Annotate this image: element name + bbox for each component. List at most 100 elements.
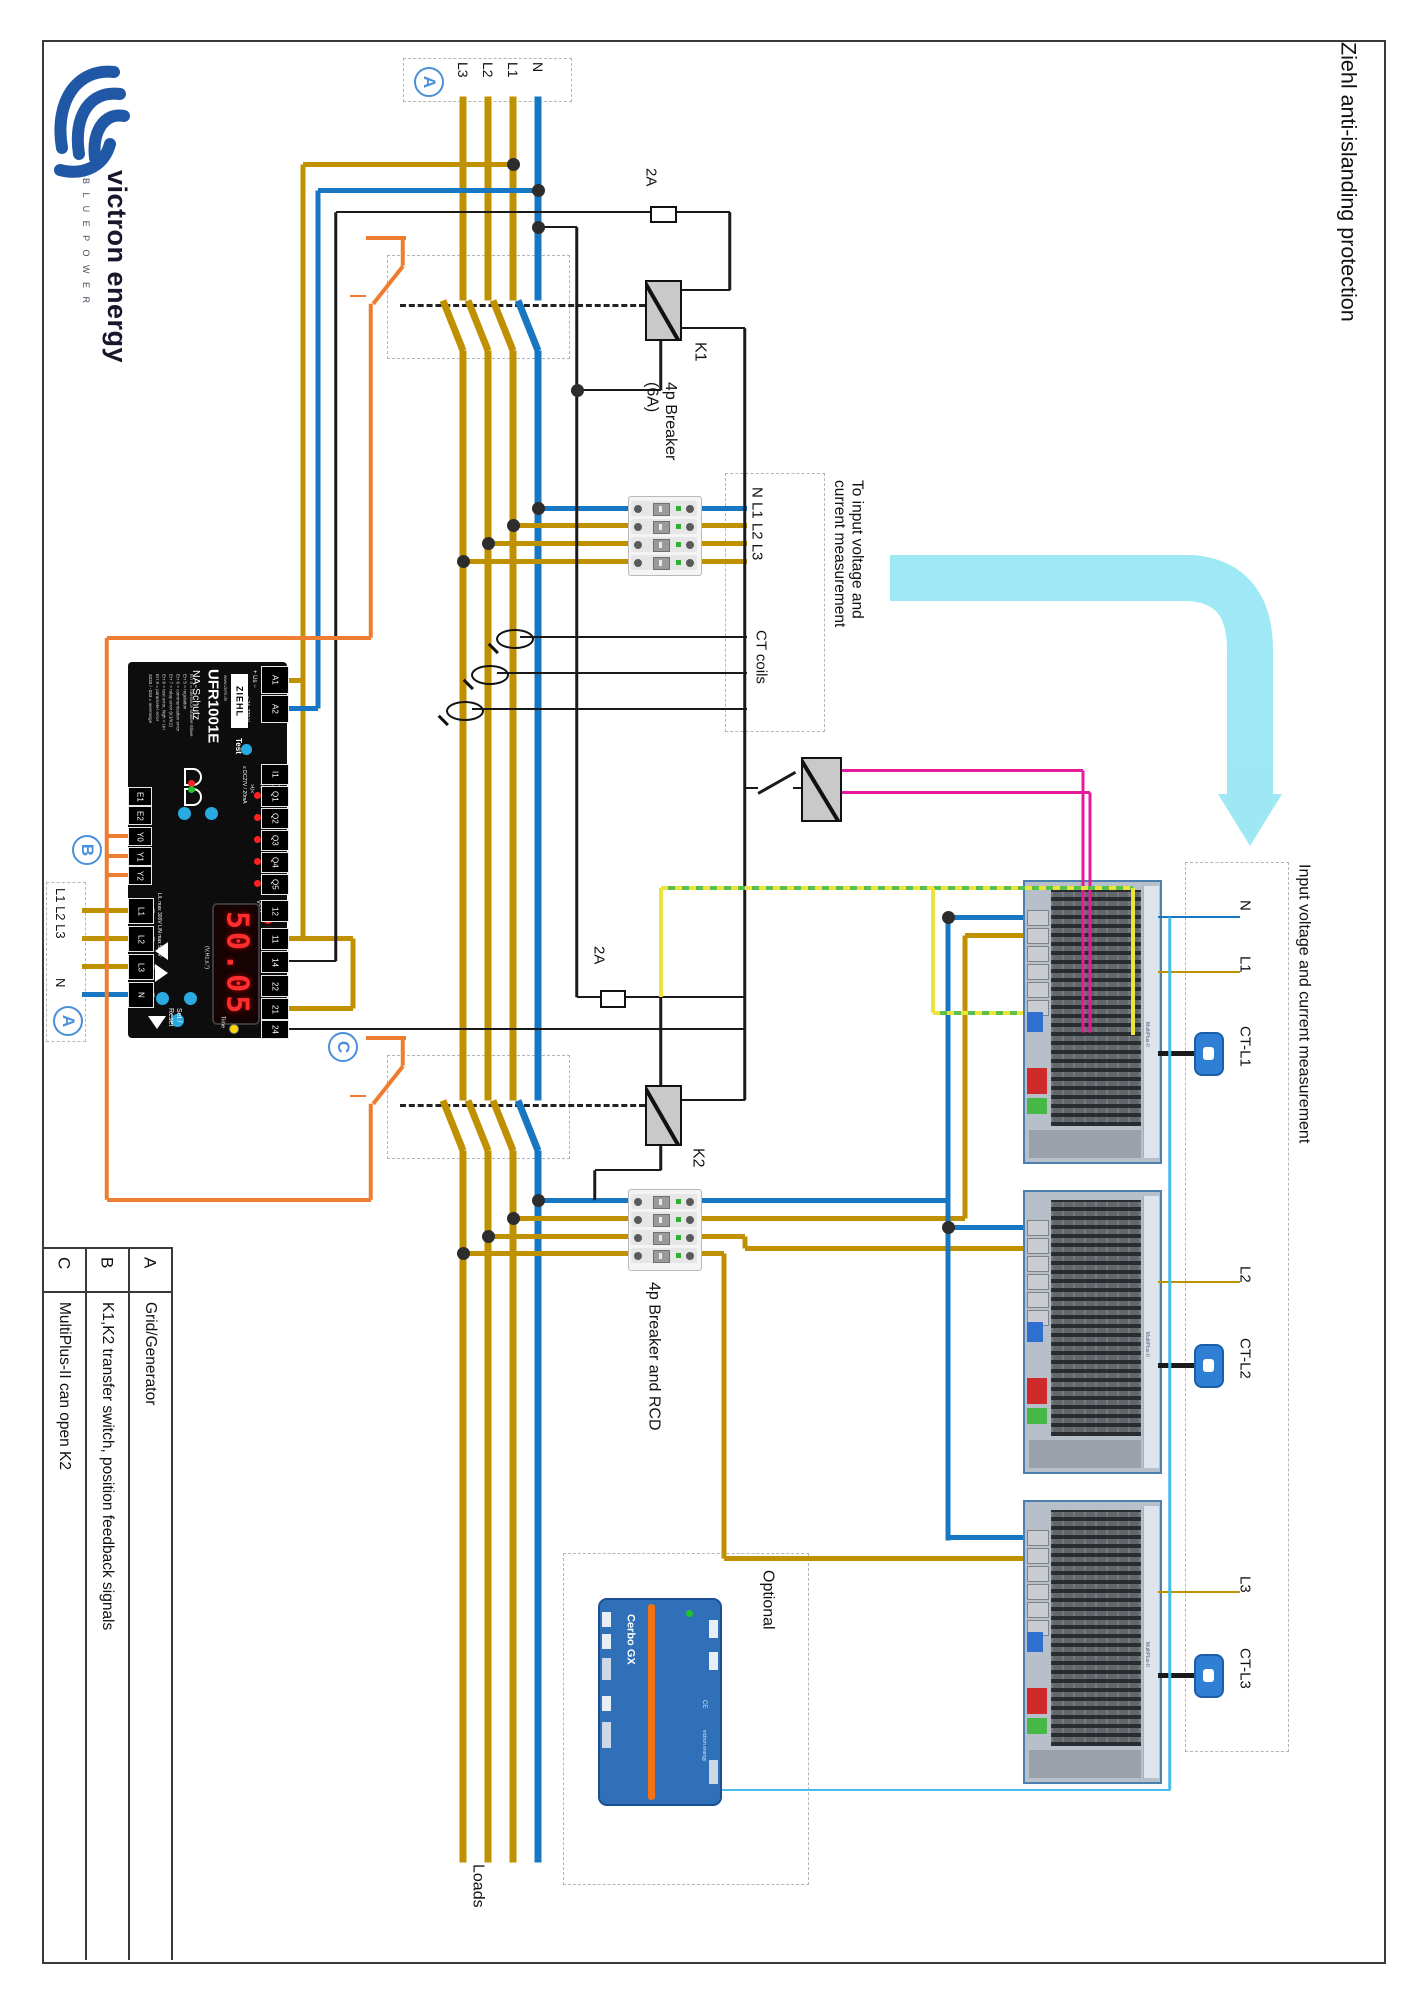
terminal-block [1027, 1292, 1049, 1308]
junction-dot [456, 1246, 470, 1260]
terminal-block [1027, 1566, 1049, 1582]
input-meas-box [1185, 862, 1289, 1752]
wire [948, 1534, 1023, 1540]
cerbo-optional-box [563, 1553, 809, 1885]
wire [721, 1253, 727, 1558]
wire [105, 638, 109, 1200]
ufr-dc-label: ≤ DC27V / 20mA [240, 766, 247, 804]
ufr-display-value: 50.05 [219, 911, 255, 1017]
terminal-k1-11: 11 [270, 934, 280, 944]
wire [661, 886, 1133, 890]
junction-dot [941, 910, 955, 924]
bottom-panel [1029, 1440, 1141, 1468]
ziehl-site: www.ziehl.de [223, 675, 229, 702]
bottom-panel [1029, 1130, 1141, 1158]
terminal-block [1027, 1220, 1049, 1236]
brand-name: victron energy [102, 170, 133, 364]
wire [538, 505, 628, 511]
terminal-q2: Q2 [270, 813, 280, 824]
wire [793, 786, 801, 790]
breaker-pole [631, 501, 697, 516]
wire [369, 304, 373, 638]
breaker-pole [631, 519, 697, 534]
optional-label: Optional [759, 1570, 777, 1630]
wire [700, 540, 747, 546]
cerbo-brand: victron energy [700, 1730, 707, 1762]
junction-dot [481, 536, 495, 550]
terminal-block [1027, 946, 1049, 962]
right-label-l3: L3 [1236, 1576, 1254, 1593]
terminal-y0: Y0 [135, 831, 145, 842]
wire [350, 295, 366, 297]
wire [107, 873, 128, 877]
multiplus-name: MultiPlus-II [1144, 1642, 1150, 1667]
wire [720, 1788, 1170, 1792]
junction-dot [456, 554, 470, 568]
wire [484, 1150, 492, 1862]
junction-dot [531, 220, 545, 234]
wire [288, 1005, 353, 1011]
rj45-port [1027, 1322, 1043, 1342]
breaker-pole [631, 537, 697, 552]
fuse-2a-k1 [650, 206, 677, 223]
k1-contactor-coil [645, 280, 682, 341]
fuse-2a-k2-label: 2A [590, 946, 608, 965]
ct-clamp-l3 [1194, 1654, 1224, 1698]
wire [288, 1027, 745, 1031]
breaker-pole [631, 1194, 697, 1209]
wire [459, 96, 467, 300]
bus-label-n: N [530, 62, 547, 73]
dc-terminal-red [1027, 1068, 1047, 1094]
marker-a-top: A [414, 67, 444, 97]
terminal-in-l3: L3 [136, 962, 146, 972]
right-label-ctl3: CT-L3 [1236, 1648, 1254, 1689]
side-panel [1143, 1196, 1159, 1468]
legend-desc-b: K1,K2 transfer switch, position feedback… [98, 1302, 116, 1631]
terminal-block [1027, 1584, 1049, 1600]
wire [288, 959, 336, 963]
multiplus-unit-1: MultiPlus-II [1023, 880, 1162, 1164]
wire [948, 914, 1023, 920]
junction-dot [531, 501, 545, 515]
junction-dot [941, 1220, 955, 1234]
wire [82, 907, 128, 913]
victron-logo-text: victron energy B L U E P O W E R [70, 170, 163, 363]
wire [350, 1095, 366, 1097]
wire [700, 1233, 745, 1239]
page-border [42, 40, 1386, 1964]
wire [463, 558, 628, 564]
wire [107, 1198, 371, 1202]
wire [463, 1250, 628, 1256]
ufr1001e-device: ZIEHL www.ziehl.de UFR1001E NA-Schutz Er… [128, 662, 293, 1039]
wire [838, 768, 1083, 772]
breaker-rcd-label: 4p Breaker and RCD [645, 1282, 663, 1431]
k2-label: K2 [689, 1148, 707, 1168]
wire [575, 227, 579, 997]
terminal-y1: Y1 [135, 851, 145, 862]
wire [948, 1224, 1023, 1230]
wire [659, 888, 663, 997]
junction-dot [506, 1211, 520, 1225]
bus-label-l1: L1 [505, 62, 522, 78]
ufr-display: 50.05 [212, 903, 260, 1025]
victron-logo-icon [54, 65, 130, 178]
wire [577, 995, 600, 999]
down-arrow-icon [155, 964, 168, 982]
wire [577, 388, 661, 392]
breaker-4p-6a-label: 4p Breaker (6A) [643, 382, 679, 461]
wire [82, 935, 128, 941]
meas-out-label: N L1 L2 L3 [748, 487, 766, 561]
wire [300, 164, 306, 938]
wire [350, 938, 356, 1008]
terminal-e1: E1 [135, 791, 145, 802]
brand-tagline: B L U E P O W E R [81, 178, 92, 307]
wire [700, 1215, 965, 1221]
wire [513, 522, 628, 528]
terminal-block [1027, 982, 1049, 998]
ufr-model: UFR1001E [204, 669, 222, 744]
terminal-e2: E2 [135, 810, 145, 821]
wire [520, 636, 747, 638]
page-title: Ziehl anti-islanding protection [1336, 42, 1361, 322]
terminal-q3: Q3 [270, 835, 280, 846]
io-terminal-green [1027, 1098, 1047, 1114]
